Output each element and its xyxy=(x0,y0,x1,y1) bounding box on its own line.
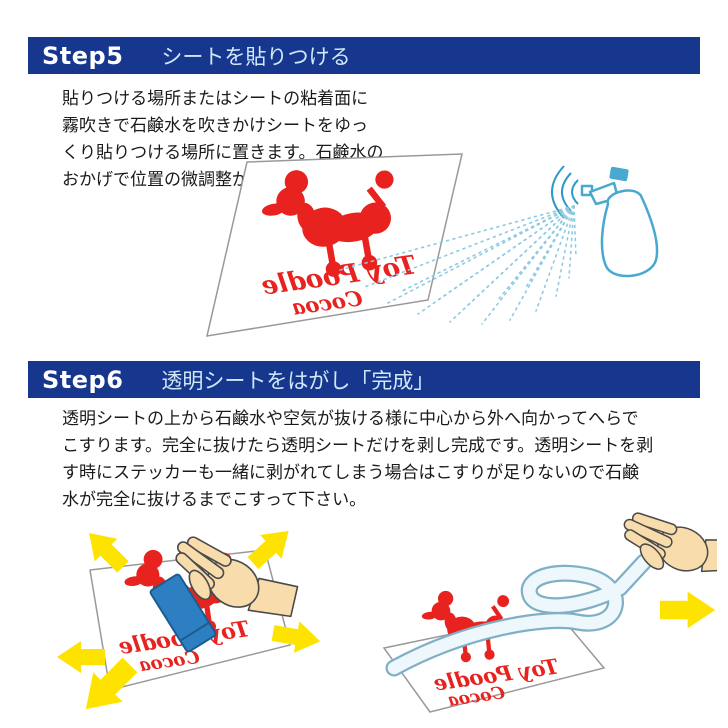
spray-body xyxy=(600,189,659,278)
step5-label: Step5 xyxy=(42,41,124,70)
arrow-right-icon xyxy=(660,591,716,629)
spray-arcs xyxy=(551,165,579,219)
step6-peel-illustration: Toy Poodle Cocoa xyxy=(382,500,717,713)
squeegee-edge-line xyxy=(179,621,210,642)
step5-description: 貼りつける場所またはシートの粘着面に 霧吹きで石鹸水を吹きかけシートをゆっ くり… xyxy=(62,89,384,190)
squeegee-blade xyxy=(149,573,217,653)
curl-surface xyxy=(387,555,651,675)
spray-bottle-icon xyxy=(580,166,659,278)
direction-arrow xyxy=(660,591,716,629)
spray-mist xyxy=(339,205,577,325)
step6-squeegee-illustration: Toy Poodle Cocoa xyxy=(57,515,324,720)
step6-label: Step6 xyxy=(42,365,124,394)
arrow-left-icon xyxy=(57,641,105,673)
step6-description: 透明シートの上から石鹸水や空気が抜ける様に中心から外へ向かってへらで こすります… xyxy=(62,409,654,510)
spray-cap xyxy=(609,166,629,182)
step6-header-bar: Step6 透明シートをはがし「完成」 xyxy=(28,361,700,398)
step5-header-bar: Step5 シートを貼りつける xyxy=(28,37,700,74)
step5-illustration: Toy Poodle Cocoa xyxy=(206,153,659,337)
step5-title: シートを貼りつける xyxy=(161,44,351,69)
transparent-sheet-curl xyxy=(385,553,653,677)
step6-title: 透明シートをはがし「完成」 xyxy=(161,368,435,393)
sticker-sheet xyxy=(206,153,463,337)
squeegee-icon xyxy=(149,573,217,653)
